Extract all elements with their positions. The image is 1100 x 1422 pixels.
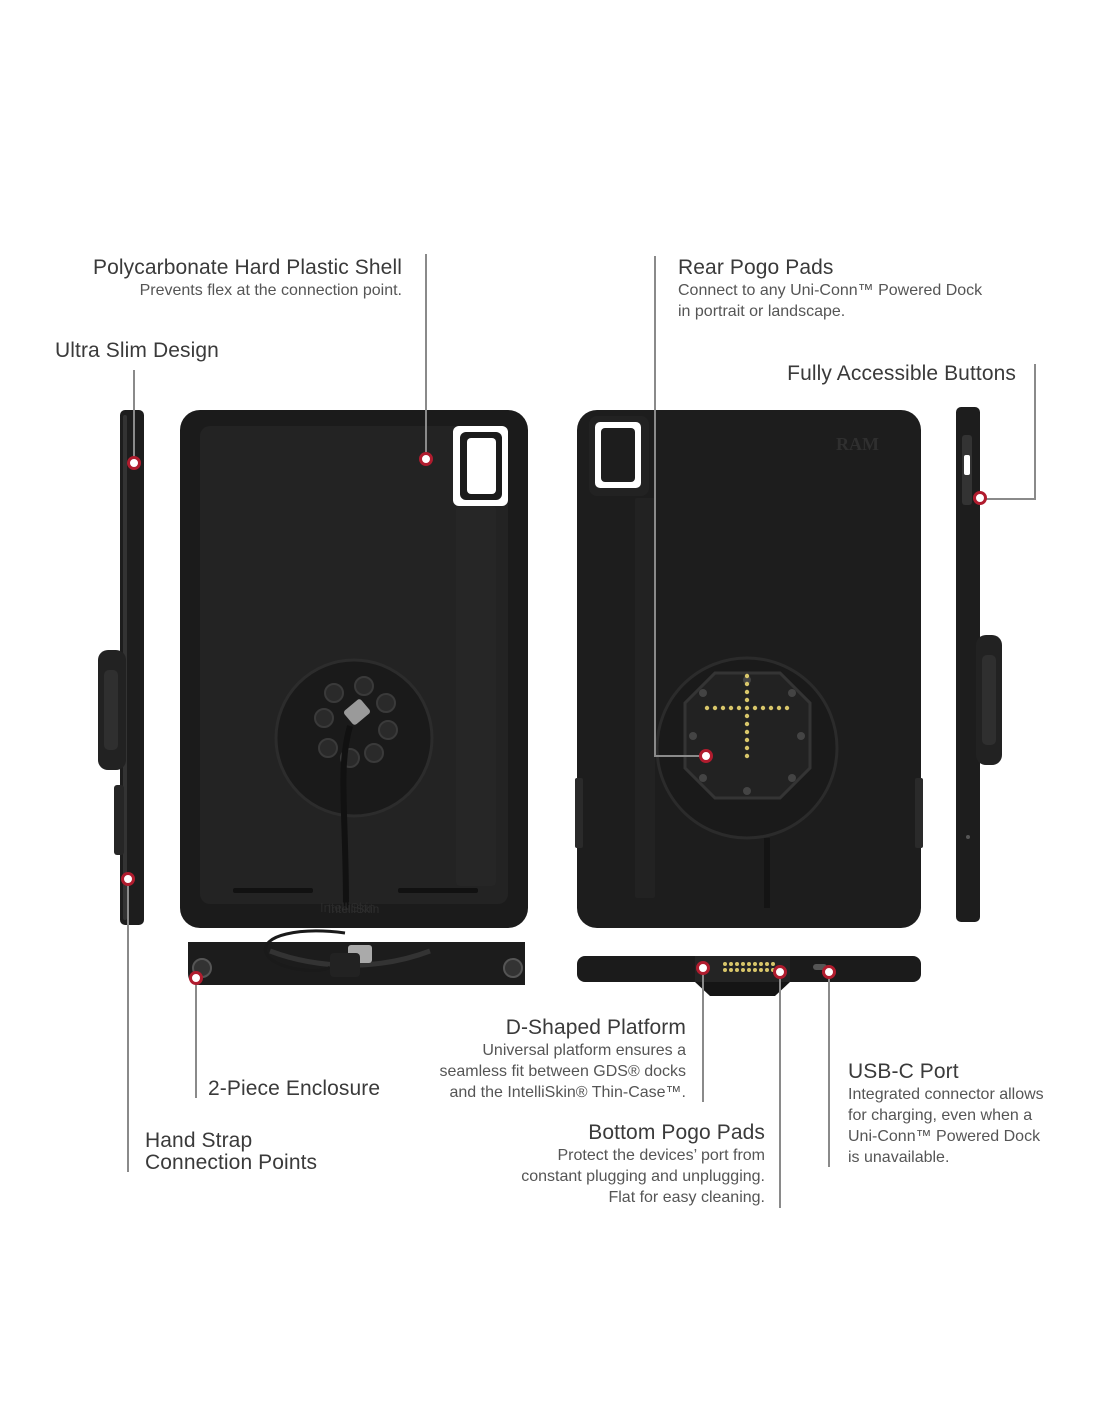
d-platform-desc-2: seamless fit between GDS® docks — [439, 1063, 686, 1080]
usbc-desc-2: for charging, even when a — [848, 1107, 1033, 1124]
marker-bottom-pogo — [773, 965, 787, 979]
leader-buttons-h — [979, 498, 1036, 500]
usbc-desc-1: Integrated connector allows — [848, 1086, 1044, 1103]
bottom-pogo-desc-1: Protect the devices’ port from — [557, 1147, 766, 1164]
case-side-profile-left — [98, 410, 144, 925]
hand-strap-title-1: Hand Strap — [145, 1129, 253, 1152]
buttons-title: Fully Accessible Buttons — [787, 362, 1016, 385]
usbc-title: USB-C Port — [848, 1060, 959, 1083]
marker-enclosure — [189, 971, 203, 985]
leader-rear-pogo-h — [654, 755, 706, 757]
marker-d-platform — [696, 961, 710, 975]
rear-pogo-desc-1: Connect to any Uni-Conn™ Powered Dock — [678, 282, 983, 299]
bottom-pogo-desc-2: constant plugging and unplugging. — [521, 1168, 765, 1185]
leader-bottom-pogo — [779, 972, 781, 1208]
marker-hand-strap — [121, 872, 135, 886]
poly-shell-title: Polycarbonate Hard Plastic Shell — [92, 256, 402, 279]
case-rear — [575, 410, 923, 928]
poly-shell-desc: Prevents flex at the connection point. — [139, 282, 402, 299]
leader-buttons-v — [1034, 364, 1036, 499]
leader-enclosure — [195, 980, 197, 1098]
marker-ultra-slim — [127, 456, 141, 470]
enclosure-title: 2-Piece Enclosure — [208, 1077, 381, 1100]
case-logo-text: IntelliSkin — [320, 900, 376, 915]
leader-poly-shell — [425, 254, 427, 459]
case-bottom-piece — [188, 929, 525, 985]
leader-ultra-slim — [133, 370, 135, 463]
bottom-pogo-title: Bottom Pogo Pads — [588, 1121, 765, 1144]
ram-brand-mark: RAM — [836, 434, 879, 454]
bottom-pogo-desc-3: Flat for easy cleaning. — [608, 1189, 765, 1206]
d-platform-title: D-Shaped Platform — [505, 1016, 686, 1039]
marker-buttons — [973, 491, 987, 505]
rear-pogo-title: Rear Pogo Pads — [678, 256, 834, 279]
leader-hand-strap — [127, 880, 129, 1172]
hand-strap-title-2: Connection Points — [145, 1151, 318, 1174]
d-platform-desc-3: and the IntelliSkin® Thin-Case™. — [449, 1084, 687, 1101]
ultra-slim-title: Ultra Slim Design — [55, 339, 219, 362]
case-front-shell: IntelliSkin — [180, 410, 528, 928]
usbc-desc-4: is unavailable. — [848, 1149, 950, 1166]
usbc-desc-3: Uni-Conn™ Powered Dock — [848, 1128, 1041, 1145]
leader-usbc — [828, 972, 830, 1167]
leader-d-platform — [702, 970, 704, 1102]
d-platform-desc-1: Universal platform ensures a — [482, 1042, 686, 1059]
case-bottom-edge — [577, 956, 921, 996]
marker-poly-shell — [419, 452, 433, 466]
intelliskin-mark: IntelliSkin — [328, 902, 379, 916]
rear-pogo-desc-2: in portrait or landscape. — [678, 303, 846, 320]
marker-usbc — [822, 965, 836, 979]
marker-rear-pogo — [699, 749, 713, 763]
leader-rear-pogo-v — [654, 256, 656, 756]
case-side-profile-right — [956, 407, 1002, 922]
